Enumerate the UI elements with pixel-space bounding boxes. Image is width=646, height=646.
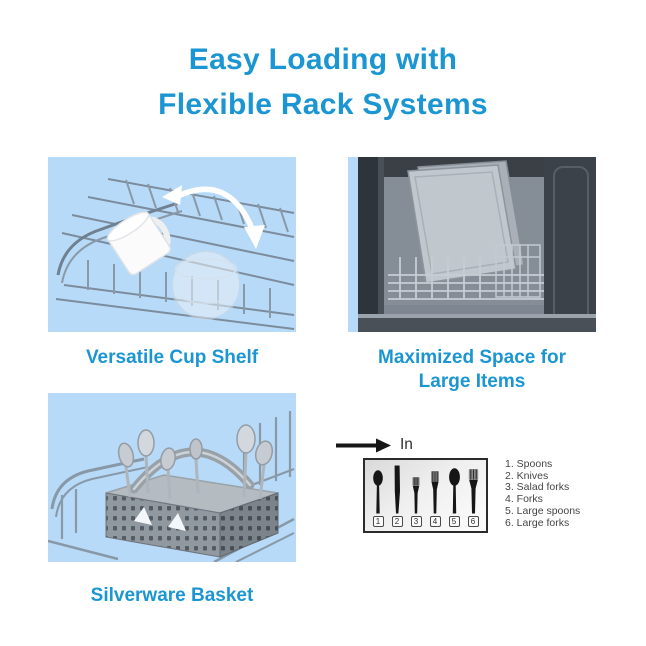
lower-rack (388, 257, 544, 300)
wire-rack (48, 457, 295, 562)
large-spoon-icon (448, 468, 460, 514)
cutlery-slot-1: 1 (370, 470, 386, 527)
cutlery-slot-4: 4 (427, 471, 443, 527)
spoon-icon (373, 470, 383, 514)
loading-diagram: In 1 2 (333, 430, 633, 550)
caption-silverware-basket: Silverware Basket (90, 585, 254, 606)
caption-cup-shelf: Versatile Cup Shelf (85, 347, 259, 368)
salad-fork-icon (412, 477, 420, 514)
flip-arrow-icon (162, 185, 265, 249)
load-direction: In (335, 436, 413, 454)
fork-icon (431, 471, 439, 514)
dishwasher-interior-illustration (358, 157, 596, 332)
wire-tines (60, 411, 295, 539)
cutlery-slot-3: 3 (408, 477, 424, 527)
slot-number: 6 (467, 516, 479, 527)
cup-shelf-illustration (55, 178, 295, 330)
cutlery-box: 1 2 3 (363, 458, 488, 533)
knife-icon (394, 465, 400, 514)
slot-number: 5 (448, 516, 460, 527)
legend-item: 6. Large forks (505, 516, 570, 529)
cutlery-legend: 1. Spoons 2. Knives 3. Salad forks 4. Fo… (505, 458, 581, 529)
baking-sheet (407, 160, 525, 284)
caption-large-items: Maximized Space for Large Items (338, 346, 606, 394)
cutlery-slot-5: 5 (446, 468, 462, 527)
white-mug (106, 211, 171, 276)
cutlery-slot-6: 6 (465, 469, 481, 527)
feature-image-large-items (348, 157, 596, 332)
large-fork-icon (468, 469, 478, 514)
legend-item: 5. Large spoons (505, 504, 581, 517)
page-title: Easy Loading with Flexible Rack Systems (0, 37, 646, 127)
cutlery-cage (495, 244, 541, 298)
feature-image-cup-shelf (48, 157, 296, 332)
cutlery-slot-2: 2 (389, 465, 405, 527)
glass-bowl (171, 250, 241, 320)
legend-item: 4. Forks (505, 493, 543, 506)
legend-item: 2. Knives (505, 469, 549, 482)
slot-number: 4 (429, 516, 441, 527)
legend-item: 3. Salad forks (505, 481, 570, 494)
slot-number: 3 (410, 516, 422, 527)
slot-number: 2 (391, 516, 403, 527)
feature-image-silverware-basket (48, 393, 296, 562)
in-label: In (400, 436, 413, 453)
page-title-line1: Easy Loading with (188, 43, 458, 76)
legend-item: 1. Spoons (505, 458, 553, 470)
silverware-basket-illustration (48, 411, 295, 562)
page-title-line2: Flexible Rack Systems (158, 88, 488, 121)
caption-large-items-text: Maximized Space for Large Items (378, 347, 566, 392)
in-arrow-icon (336, 438, 391, 452)
utensils (117, 424, 274, 500)
slot-number: 1 (372, 516, 384, 527)
